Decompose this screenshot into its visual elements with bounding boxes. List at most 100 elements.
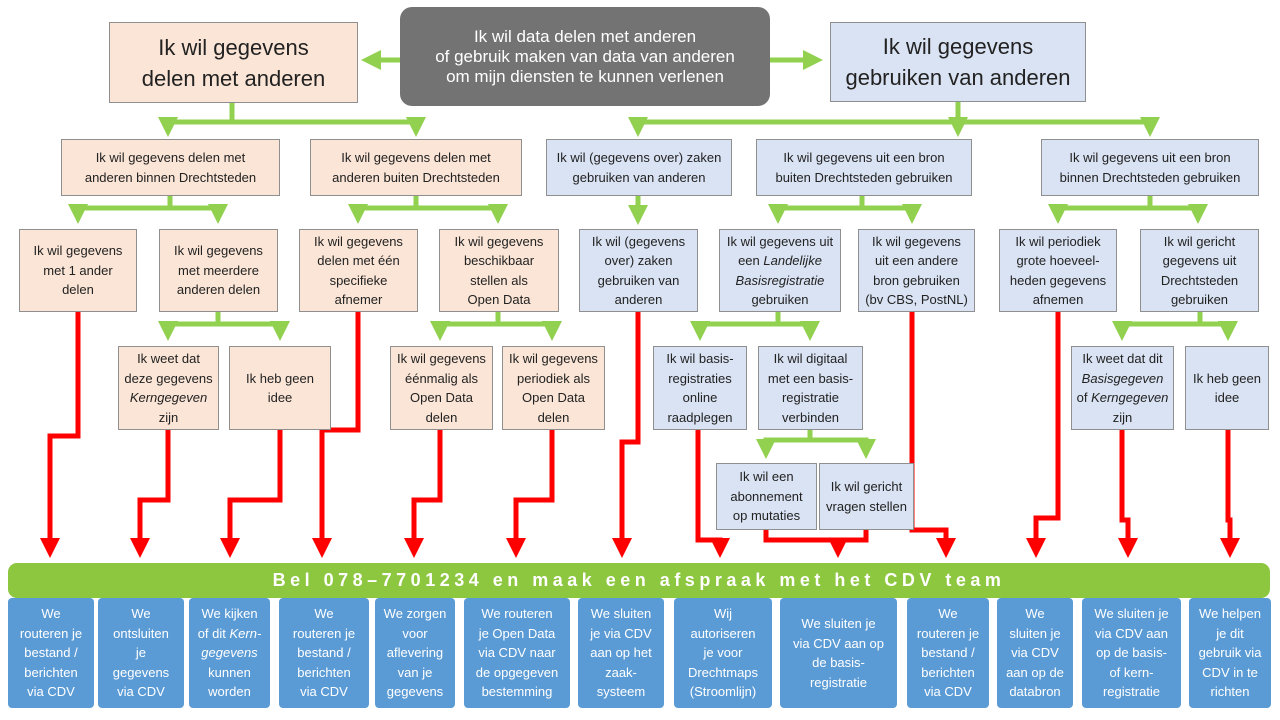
periodiek-grote-text: Ik wil periodiek grote hoeveel- heden ge…: [1009, 233, 1107, 308]
green-connector: [1112, 312, 1203, 341]
outcome-3: We kijken of dit Kern- gegevens kunnen w…: [189, 598, 270, 708]
zaken-gebruiken-box: Ik wil (gegevens over) zaken gebruiken v…: [579, 229, 698, 312]
andere-bron-text: Ik wil gegevens uit een andere bron gebr…: [865, 233, 968, 308]
landelijk-line4: gebruiken: [751, 292, 809, 307]
opendata-box: Ik wil gegevens beschikbaar stellen als …: [439, 229, 559, 312]
kerngegeven-text: Ik weet dat deze gegevens Kerngegeven zi…: [124, 349, 212, 427]
red-arrow: [838, 530, 869, 543]
periodiek-open-text: Ik wil gegevens periodiek als Open Data …: [509, 351, 598, 425]
green-connector: [958, 116, 1160, 137]
outcome-12-text: We sluiten je via CDV aan op de basis- o…: [1094, 606, 1169, 700]
o3-line2-pre: of dit: [197, 625, 230, 641]
buiten-delen-box: Ik wil gegevens delen met anderen buiten…: [310, 139, 522, 196]
outcome-4: We routeren je bestand / berichten via C…: [279, 598, 369, 708]
green-connector: [416, 203, 508, 224]
binnen-delen-text: Ik wil gegevens delen met anderen binnen…: [84, 150, 257, 185]
outcome-9: We sluiten je via CDV aan op de basis- r…: [780, 598, 897, 708]
red-arrow: [220, 430, 283, 558]
outcome-2: We ontsluiten je gegevens via CDV: [98, 598, 184, 708]
branch-gebruiken-box: Ik wil gegevens gebruiken van anderen: [830, 22, 1086, 102]
met1-text: Ik wil gegevens met 1 ander delen: [33, 243, 123, 298]
outcome-4-text: We routeren je bestand / berichten via C…: [292, 606, 356, 700]
green-connector: [756, 430, 813, 459]
meerdere-box: Ik wil gegevens met meerdere anderen del…: [159, 229, 278, 312]
periodiek-grote-box: Ik wil periodiek grote hoeveel- heden ge…: [999, 229, 1117, 312]
basisgegeven-box: Ik weet dat dit Basisgegeven of Kerngege…: [1071, 346, 1174, 430]
basis-line3-em: Kerngegeven: [1091, 390, 1169, 405]
specifiek-text: Ik wil gegevens delen met één specifieke…: [314, 233, 403, 308]
basis-line1: Ik weet dat dit: [1082, 351, 1163, 366]
green-connector: [218, 320, 290, 341]
gericht-vragen-text: Ik wil gericht vragen stellen: [826, 479, 907, 514]
branch-delen-text: Ik wil gegevens delen met anderen: [141, 34, 326, 91]
outcome-8: Wij autoriseren je voor Drechtmaps (Stro…: [674, 598, 772, 708]
red-arrow: [1026, 312, 1061, 558]
landelijk-box: Ik wil gegevens uit een Landelijke Basis…: [719, 229, 841, 312]
main-question-box: Ik wil data delen met anderen of gebruik…: [400, 7, 770, 106]
opendata-text: Ik wil gegevens beschikbaar stellen als …: [454, 233, 544, 308]
outcome-10: We routeren je bestand / berichten via C…: [907, 598, 989, 708]
green-connector: [430, 312, 501, 341]
andere-bron-box: Ik wil gegevens uit een andere bron gebr…: [858, 229, 975, 312]
red-arrow: [763, 530, 848, 558]
outcome-2-text: We ontsluiten je gegevens via CDV: [112, 606, 170, 700]
outcome-5-text: We zorgen voor aflevering van je gegeven…: [383, 606, 447, 700]
specifiek-box: Ik wil gegevens delen met één specifieke…: [299, 229, 418, 312]
outcome-6: We routeren je Open Data via CDV naar de…: [464, 598, 570, 708]
met1-box: Ik wil gegevens met 1 ander delen: [19, 229, 137, 312]
o3-line4: kunnen: [208, 664, 251, 680]
zaken-box: Ik wil (gegevens over) zaken gebruiken v…: [546, 139, 732, 196]
outcome-13: We helpen je dit gebruik via CDV in te r…: [1189, 598, 1271, 708]
geen-idee-2-text: Ik heb geen idee: [1193, 370, 1261, 406]
o3-line1: We kijken: [201, 606, 258, 622]
eenmalig-text: Ik wil gegevens éénmalig als Open Data d…: [397, 351, 486, 425]
green-connector: [690, 312, 781, 341]
landelijk-line2-em: Landelijke: [763, 253, 822, 268]
kern-line4: zijn: [158, 409, 179, 425]
outcome-9-text: We sluiten je via CDV aan op de basis- r…: [792, 616, 885, 690]
digitaal-box: Ik wil digitaal met een basis- registrat…: [758, 346, 863, 430]
outcome-10-text: We routeren je bestand / berichten via C…: [916, 606, 980, 700]
o3-line5: worden: [208, 684, 251, 700]
eenmalig-box: Ik wil gegevens éénmalig als Open Data d…: [390, 346, 493, 430]
green-connector: [1048, 196, 1153, 224]
green-connector: [1200, 320, 1238, 341]
green-connector: [862, 203, 922, 224]
landelijk-text: Ik wil gegevens uit een Landelijke Basis…: [727, 232, 833, 310]
outcome-8-text: Wij autoriseren je voor Drechtmaps (Stro…: [687, 606, 759, 700]
geen-idee-1-box: Ik heb geen idee: [229, 346, 331, 430]
geen-idee-1-text: Ik heb geen idee: [246, 370, 314, 406]
kern-line3-em: Kerngegeven: [129, 390, 208, 405]
outcome-6-text: We routeren je Open Data via CDV naar de…: [475, 606, 559, 700]
periodiek-open-box: Ik wil gegevens periodiek als Open Data …: [502, 346, 605, 430]
o3-line3-em: gegevens: [201, 645, 258, 661]
branch-delen-box: Ik wil gegevens delen met anderen: [109, 22, 358, 103]
gericht-drecht-box: Ik wil gericht gegevens uit Drechtsteden…: [1140, 229, 1259, 312]
kerngegeven-box: Ik weet dat deze gegevens Kerngegeven zi…: [118, 346, 219, 430]
branch-gebruiken-text: Ik wil gegevens gebruiken van anderen: [845, 34, 1071, 90]
online-box: Ik wil basis- registraties online raadpl…: [653, 346, 747, 430]
outcome-11: We sluiten je via CDV aan op de databron: [997, 598, 1073, 708]
outcome-3-text: We kijken of dit Kern- gegevens kunnen w…: [198, 604, 262, 702]
bron-binnen-text: Ik wil gegevens uit een bron binnen Drec…: [1059, 150, 1241, 185]
outcome-7: We sluiten je via CDV aan op het zaak- s…: [578, 598, 664, 708]
basis-line4: zijn: [1112, 409, 1133, 425]
green-connector: [498, 320, 562, 341]
abonnement-text: Ik wil een abonnement op mutaties: [730, 469, 803, 524]
bron-buiten-text: Ik wil gegevens uit een bron buiten Drec…: [775, 150, 953, 185]
green-connector: [68, 196, 173, 224]
main-question-text: Ik wil data delen met anderen of gebruik…: [435, 26, 735, 86]
landelijk-line1: Ik wil gegevens uit: [726, 233, 834, 249]
digitaal-text: Ik wil digitaal met een basis- registrat…: [767, 351, 854, 425]
green-connector: [768, 196, 865, 224]
outcome-11-text: We sluiten je via CDV aan op de databron: [1006, 606, 1064, 700]
green-connector: [158, 312, 221, 341]
o3-line2-em: Kern-: [229, 625, 262, 641]
outcome-13-text: We helpen je dit gebruik via CDV in te r…: [1198, 606, 1262, 700]
red-arrow: [40, 312, 81, 558]
green-connector: [170, 203, 228, 224]
meerdere-text: Ik wil gegevens met meerdere anderen del…: [174, 243, 263, 298]
green-connector: [158, 103, 235, 137]
green-connector: [232, 116, 426, 137]
abonnement-box: Ik wil een abonnement op mutaties: [716, 463, 817, 530]
